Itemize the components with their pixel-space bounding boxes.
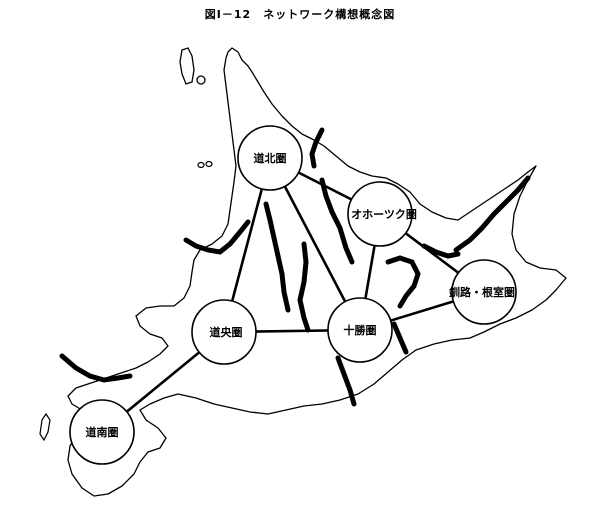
node-kushiro-nemuro: 釧路・根室圏 (448, 259, 517, 325)
mountain-range (335, 355, 357, 407)
mountain-range (297, 241, 311, 333)
node-label: 十勝圏 (344, 323, 377, 337)
node-okhotsk: オホーツク圏 (347, 181, 417, 247)
node-label: 道北圏 (254, 151, 287, 165)
island-okushiri (39, 412, 51, 442)
node-label: 釧路・根室圏 (448, 285, 515, 299)
mountain-range (453, 175, 531, 253)
hokkaido-outline (67, 47, 567, 497)
mountain-range (183, 219, 251, 255)
island-yagishiri (205, 160, 213, 168)
figure-title: 図Ⅰ－12 ネットワーク構想概念図 (204, 8, 396, 21)
island-small (196, 75, 206, 85)
mountain-range (263, 201, 291, 313)
mountain-ranges (59, 127, 531, 407)
network-links (101, 156, 485, 434)
node-doo: 道央圏 (191, 299, 257, 365)
mountain-range (319, 177, 355, 265)
node-label: 道央圏 (210, 325, 243, 339)
mountain-range (421, 243, 461, 259)
node-donan: 道南圏 (69, 399, 135, 465)
mountain-range (385, 255, 421, 309)
node-label: オホーツク圏 (351, 208, 417, 221)
node-label: 道南圏 (86, 425, 119, 439)
mountain-range (309, 127, 325, 169)
mountain-range (59, 353, 133, 383)
island-teuri (197, 161, 205, 169)
mountain-range (391, 321, 409, 355)
node-tokachi: 十勝圏 (327, 297, 393, 363)
node-dohoku: 道北圏 (237, 125, 303, 191)
island-rishiri (179, 47, 195, 85)
